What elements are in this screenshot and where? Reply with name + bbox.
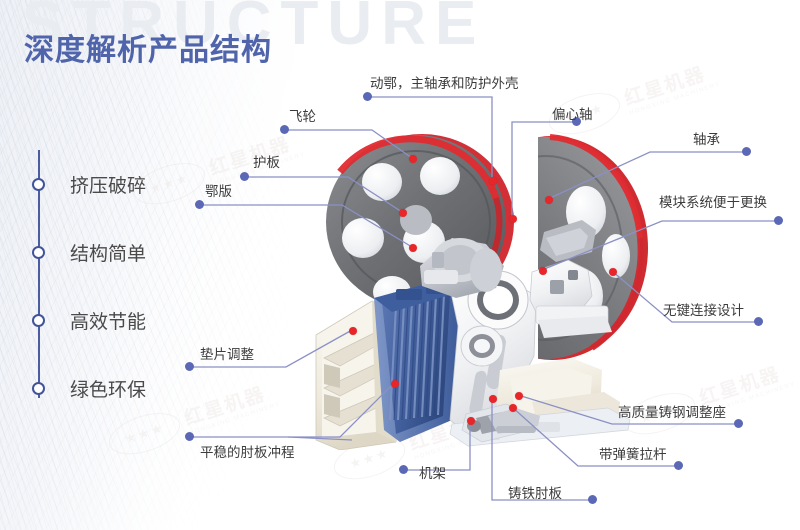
callout-dot-spring-rod[interactable] (674, 461, 683, 470)
feature-rail (38, 150, 40, 398)
callout-dot-moving-jaw[interactable] (363, 92, 372, 101)
callout-dot-jaw-plate[interactable] (195, 200, 204, 209)
callout-label: 高质量铸钢调整座 (618, 405, 726, 420)
callout-label: 护板 (253, 155, 280, 170)
callout-dot-eccentric-shaft[interactable] (572, 117, 581, 126)
callout-label: 动鄂，主轴承和防护外壳 (370, 76, 519, 91)
hotspot-bearing[interactable] (545, 196, 553, 204)
hotspot-cast-steel-seat[interactable] (515, 392, 523, 400)
hotspot-shim-adjust[interactable] (349, 327, 357, 335)
logo-star-ring: ★★★ (103, 405, 186, 463)
callout-dot-cast-iron-toggle[interactable] (588, 495, 597, 504)
feature-item-3: 绿色环保 (32, 375, 147, 402)
callout-label: 平稳的肘板冲程 (200, 445, 295, 460)
callout-dot-bearing[interactable] (742, 147, 751, 156)
feature-label: 结构简单 (70, 244, 147, 265)
hotspot-smooth-toggle[interactable] (391, 380, 399, 388)
bullet-ring-icon (32, 246, 45, 259)
bullet-ring-icon (32, 382, 45, 395)
page-title: 深度解析产品结构 (24, 34, 272, 67)
callout-label: 机架 (419, 466, 446, 481)
callout-label: 鄂版 (205, 184, 232, 199)
hotspot-flywheel[interactable] (409, 155, 417, 163)
feature-label: 绿色环保 (70, 380, 147, 401)
callout-dot-cast-steel-seat[interactable] (734, 419, 743, 428)
jaw-crusher-illustration (315, 134, 648, 450)
feature-label: 挤压破碎 (70, 176, 147, 197)
bullet-ring-icon (32, 314, 45, 327)
feature-label: 高效节能 (70, 312, 147, 333)
callout-label: 铸铁肘板 (508, 486, 562, 501)
callout-dot-guard-plate[interactable] (240, 172, 249, 181)
hotspot-module-system[interactable] (539, 267, 547, 275)
hotspot-jaw-plate[interactable] (409, 244, 417, 252)
callout-dot-smooth-toggle[interactable] (185, 432, 194, 441)
jaw-plate-assembly (374, 280, 460, 442)
hotspot-cast-iron-toggle[interactable] (489, 395, 497, 403)
callout-dot-keyless-connect[interactable] (754, 317, 763, 326)
logo-en-text: HONGXING MACHINERY (628, 80, 722, 117)
callout-label: 轴承 (693, 132, 720, 147)
callout-label: 无键连接设计 (663, 303, 744, 318)
main-bearing-guard (420, 238, 504, 298)
hotspot-spring-rod[interactable] (509, 404, 517, 412)
hotspot-moving-jaw[interactable] (489, 177, 497, 185)
hotspot-frame[interactable] (467, 417, 475, 425)
callout-label: 模块系统便于更换 (659, 195, 767, 210)
callout-dot-frame[interactable] (399, 465, 408, 474)
logo-cn-text: 红星机器 (621, 63, 709, 110)
logo-cn-text: 红星机器 (181, 383, 269, 430)
callout-dot-flywheel[interactable] (280, 125, 289, 134)
hotspot-guard-plate[interactable] (399, 209, 407, 217)
callout-label: 带弹簧拉杆 (599, 447, 667, 462)
feature-item-1: 结构简单 (32, 239, 147, 266)
callout-label: 飞轮 (289, 109, 316, 124)
callout-label: 偏心轴 (552, 107, 593, 122)
feature-item-2: 高效节能 (32, 307, 147, 334)
callout-label: 垫片调整 (200, 347, 254, 362)
logo-en-text: HONGXING MACHINERY (188, 400, 282, 437)
callout-dot-shim-adjust[interactable] (185, 362, 194, 371)
hotspot-eccentric-shaft[interactable] (509, 215, 517, 223)
feature-item-0: 挤压破碎 (32, 171, 147, 198)
hotspot-keyless-connect[interactable] (609, 268, 617, 276)
bullet-ring-icon (32, 178, 45, 191)
callout-dot-module-system[interactable] (774, 216, 783, 225)
